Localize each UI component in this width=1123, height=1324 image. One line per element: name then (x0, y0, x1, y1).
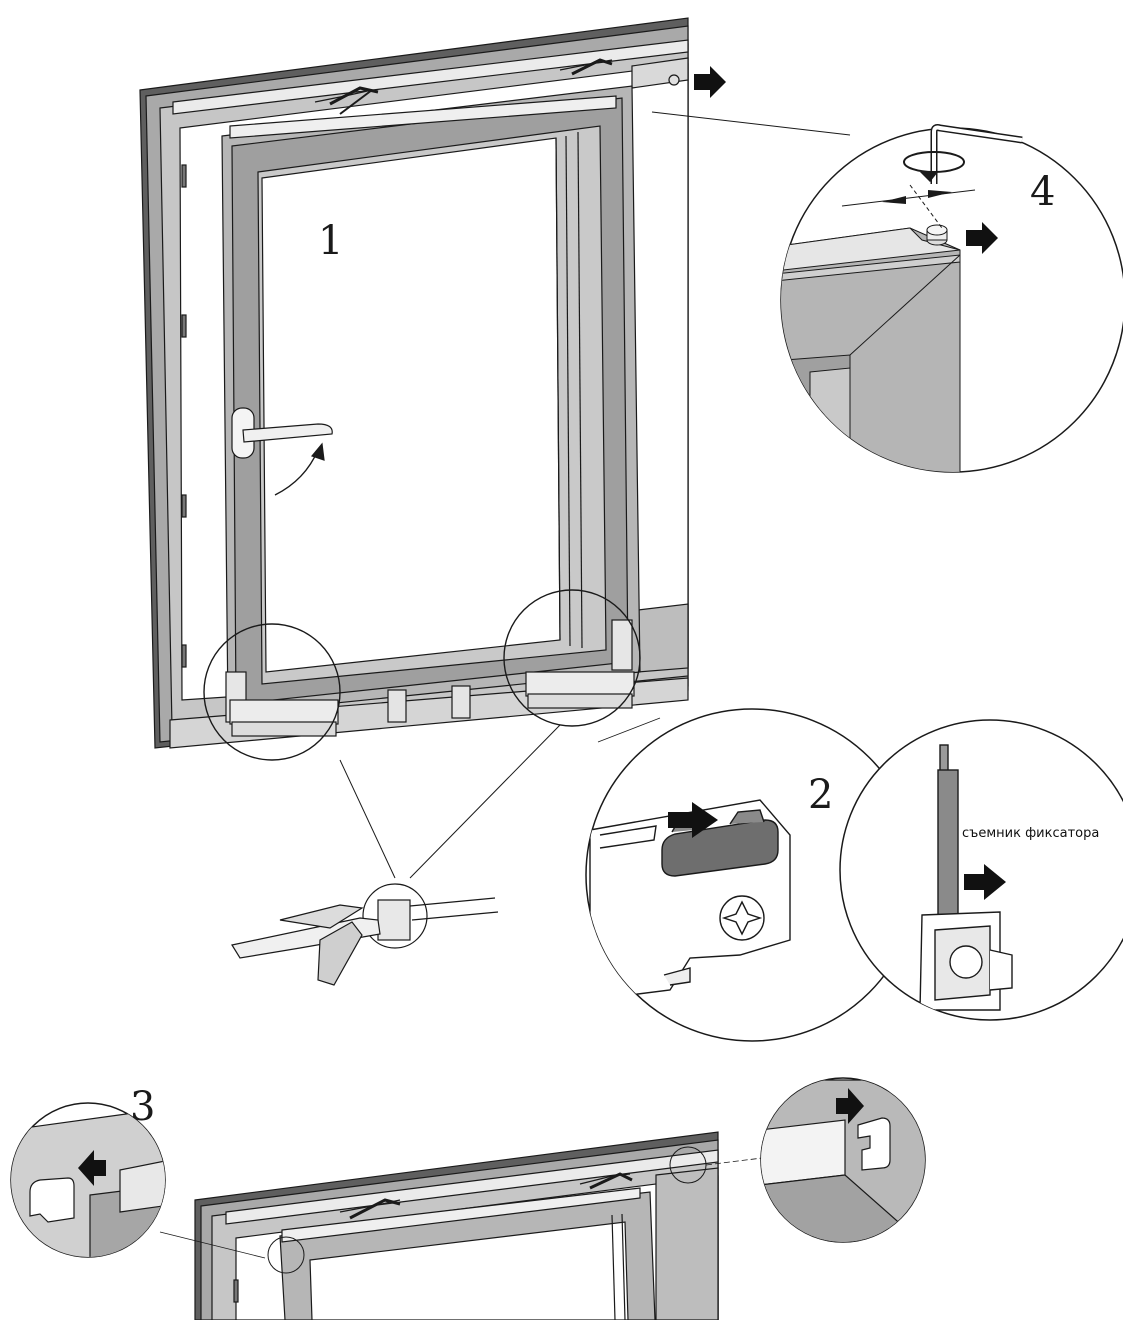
callout-3-right (760, 1077, 926, 1243)
press-arrow-2 (668, 802, 718, 838)
callout-2 (585, 708, 919, 1042)
bottom-hinge-left (225, 671, 339, 737)
bottom-keepers (387, 685, 471, 723)
lower-window (194, 1131, 719, 1321)
clamp-tool (231, 883, 499, 986)
callout-4 (780, 124, 1123, 473)
slide-arrow-3-right (836, 1088, 864, 1124)
top-rail (172, 39, 689, 115)
pull-arrow-2b (964, 864, 1006, 900)
rotate-arrow-icon (920, 172, 938, 182)
step-2-label: 2 (808, 772, 833, 818)
slide-arrow-top (694, 66, 726, 98)
rail-stop-screw (668, 74, 680, 86)
callout-3-left (10, 1102, 166, 1258)
sash-glass (261, 137, 561, 673)
main-window (139, 17, 689, 749)
slide-arrow-4 (966, 222, 998, 254)
step-4-label: 4 (1030, 169, 1055, 215)
slide-arrow-3-left (78, 1150, 106, 1186)
window-handle (231, 407, 333, 459)
callout-2-tool (839, 719, 1123, 1021)
bottom-hinge-right (525, 619, 635, 709)
tool-label: съемник фиксатора (962, 826, 1099, 841)
lower-detail-left (267, 1236, 305, 1274)
detail-circle-right (503, 589, 641, 727)
step-1-label: 1 (318, 218, 343, 264)
detail-circle-left (203, 623, 341, 761)
